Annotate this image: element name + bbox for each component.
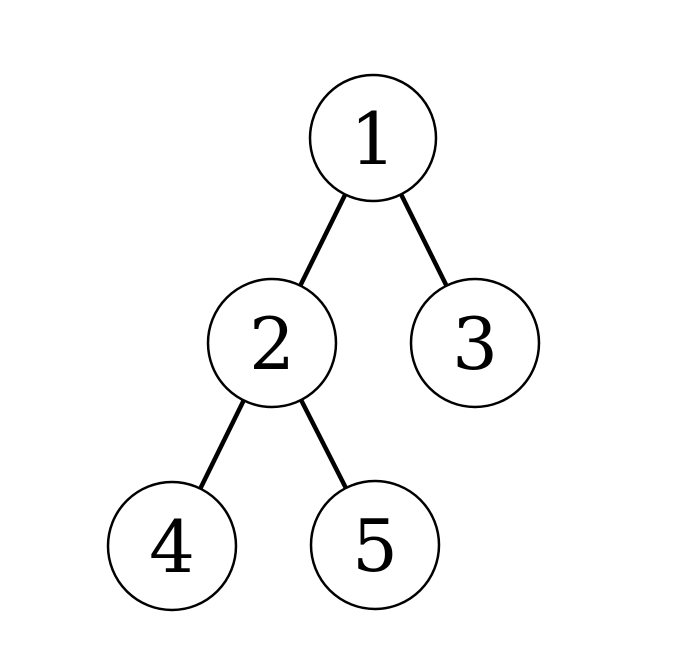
tree-node-3: 3	[409, 277, 541, 409]
tree-node-1: 1	[308, 73, 438, 203]
tree-node-circle-5	[309, 479, 441, 611]
tree-node-label-3: 3	[452, 302, 498, 386]
tree-node-circle-1	[308, 73, 438, 203]
tree-edge-2-4	[198, 399, 246, 490]
tree-node-circle-3	[409, 277, 541, 409]
tree-node-circle-2	[206, 277, 338, 409]
tree-node-label-1: 1	[350, 97, 396, 181]
tree-edge-2-5	[299, 398, 348, 490]
tree-edge-1-3	[399, 193, 449, 287]
tree-node-label-2: 2	[249, 302, 295, 386]
tree-node-circle-4	[106, 480, 238, 612]
tree-node-2: 2	[206, 277, 338, 409]
tree-node-5: 5	[309, 479, 441, 611]
tree-node-label-5: 5	[352, 504, 398, 588]
tree-edge-1-2	[298, 193, 348, 287]
tree-node-4: 4	[106, 480, 238, 612]
tree-node-label-4: 4	[149, 505, 195, 589]
